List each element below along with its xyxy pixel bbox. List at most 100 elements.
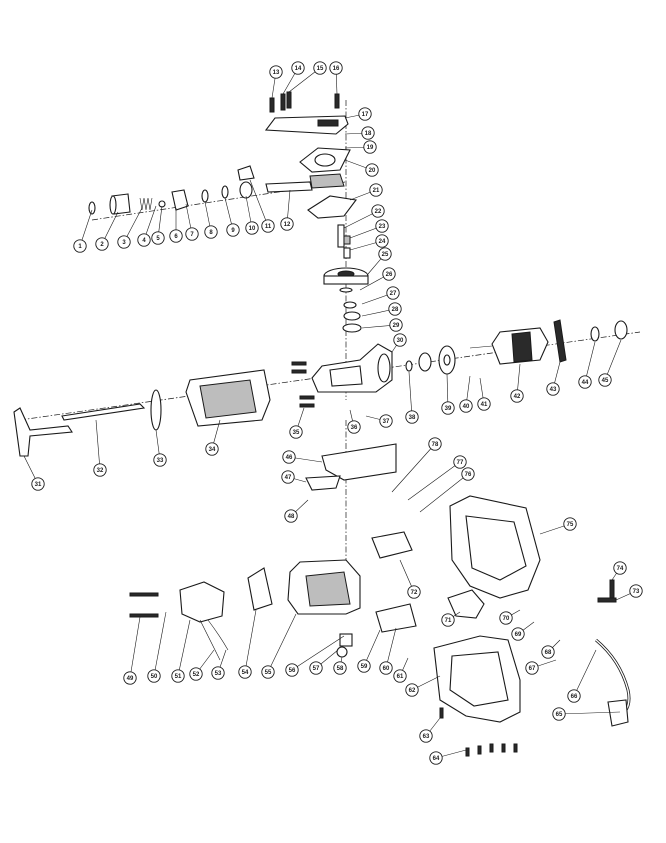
callout-circle-35 [289, 425, 303, 439]
fan-43 [553, 319, 567, 363]
callout-number-34: 34 [209, 447, 216, 453]
callout-42: 42 [510, 389, 524, 403]
callout-72: 72 [407, 585, 421, 599]
callout-number-8: 8 [209, 230, 213, 236]
callout-38: 38 [405, 410, 419, 424]
callout-75: 75 [563, 517, 577, 531]
callout-number-62: 62 [409, 688, 416, 694]
callout-circle-53 [211, 666, 225, 680]
callout-53: 53 [211, 666, 225, 680]
callout-14: 14 [291, 61, 305, 75]
callout-number-28: 28 [392, 307, 399, 313]
washer-1 [88, 201, 96, 215]
callout-number-3: 3 [122, 240, 126, 246]
callout-number-31: 31 [35, 482, 42, 488]
callout-54: 54 [238, 665, 252, 679]
callout-number-77: 77 [457, 460, 464, 466]
callout-circle-36 [347, 420, 361, 434]
screw-set-top [269, 91, 340, 113]
switch-70 [371, 531, 413, 559]
callout-number-25: 25 [382, 252, 389, 258]
callout-circle-13 [269, 65, 283, 79]
callout-circle-66 [567, 689, 581, 703]
callout-73: 73 [629, 584, 643, 598]
callout-circle-16 [329, 61, 343, 75]
callout-47: 47 [281, 470, 295, 484]
callout-circle-70 [499, 611, 513, 625]
callout-76: 76 [461, 467, 475, 481]
callout-64: 64 [429, 751, 443, 765]
callout-61: 61 [393, 669, 407, 683]
callout-70: 70 [499, 611, 513, 625]
callout-number-45: 45 [602, 378, 609, 384]
callout-circle-26 [382, 267, 396, 281]
callout-circle-1 [73, 239, 87, 253]
callout-circle-27 [386, 286, 400, 300]
callout-number-55: 55 [265, 670, 272, 676]
callout-52: 52 [189, 667, 203, 681]
callout-circle-71 [441, 613, 455, 627]
callout-39: 39 [441, 401, 455, 415]
callout-number-50: 50 [151, 674, 158, 680]
shoe-33 [150, 389, 162, 431]
callout-number-67: 67 [529, 666, 536, 672]
callout-number-9: 9 [231, 228, 235, 234]
callout-circle-23 [375, 219, 389, 233]
callout-17: 17 [358, 107, 372, 121]
callout-number-27: 27 [390, 291, 397, 297]
callout-circle-4 [137, 233, 151, 247]
callout-number-6: 6 [174, 234, 178, 240]
callout-number-2: 2 [100, 242, 104, 248]
callout-number-46: 46 [286, 455, 293, 461]
callout-number-38: 38 [409, 415, 416, 421]
callout-number-32: 32 [97, 468, 104, 474]
saw-blade [61, 403, 146, 421]
callout-10: 10 [245, 221, 259, 235]
callout-circle-15 [313, 61, 327, 75]
callout-2: 2 [95, 237, 109, 251]
leader-line-77 [407, 461, 461, 501]
callout-49: 49 [123, 671, 137, 685]
callout-28: 28 [388, 302, 402, 316]
callout-25: 25 [378, 247, 392, 261]
callout-66: 66 [567, 689, 581, 703]
callout-number-68: 68 [545, 650, 552, 656]
callout-circle-37 [379, 414, 393, 428]
callout-26: 26 [382, 267, 396, 281]
callout-number-43: 43 [550, 387, 557, 393]
callout-50: 50 [147, 669, 161, 683]
armature [469, 327, 549, 365]
cord-plug [607, 699, 629, 727]
callout-number-5: 5 [156, 236, 160, 242]
callout-number-65: 65 [556, 712, 563, 718]
callout-number-17: 17 [362, 112, 369, 118]
callout-77: 77 [453, 455, 467, 469]
callout-circle-10 [245, 221, 259, 235]
callout-circle-6 [169, 229, 183, 243]
leader-line-32 [95, 419, 101, 471]
callout-number-52: 52 [193, 672, 200, 678]
callout-35: 35 [289, 425, 303, 439]
callout-circle-22 [371, 204, 385, 218]
callout-number-47: 47 [285, 475, 292, 481]
callout-number-14: 14 [295, 66, 302, 72]
callout-1: 1 [73, 239, 87, 253]
callout-46: 46 [282, 450, 296, 464]
callout-6: 6 [169, 229, 183, 243]
callout-circle-47 [281, 470, 295, 484]
callout-number-53: 53 [215, 671, 222, 677]
callout-number-61: 61 [397, 674, 404, 680]
callout-circle-62 [405, 683, 419, 697]
callout-number-64: 64 [433, 756, 440, 762]
callout-number-26: 26 [386, 272, 393, 278]
callout-32: 32 [93, 463, 107, 477]
callout-circle-48 [284, 509, 298, 523]
callout-number-54: 54 [242, 670, 249, 676]
callout-number-20: 20 [369, 168, 376, 174]
spring-3 [139, 197, 153, 211]
leader-line-76 [419, 473, 469, 513]
callout-circle-59 [357, 659, 371, 673]
callout-circle-78 [428, 437, 442, 451]
callout-circle-32 [93, 463, 107, 477]
callout-circle-76 [461, 467, 475, 481]
